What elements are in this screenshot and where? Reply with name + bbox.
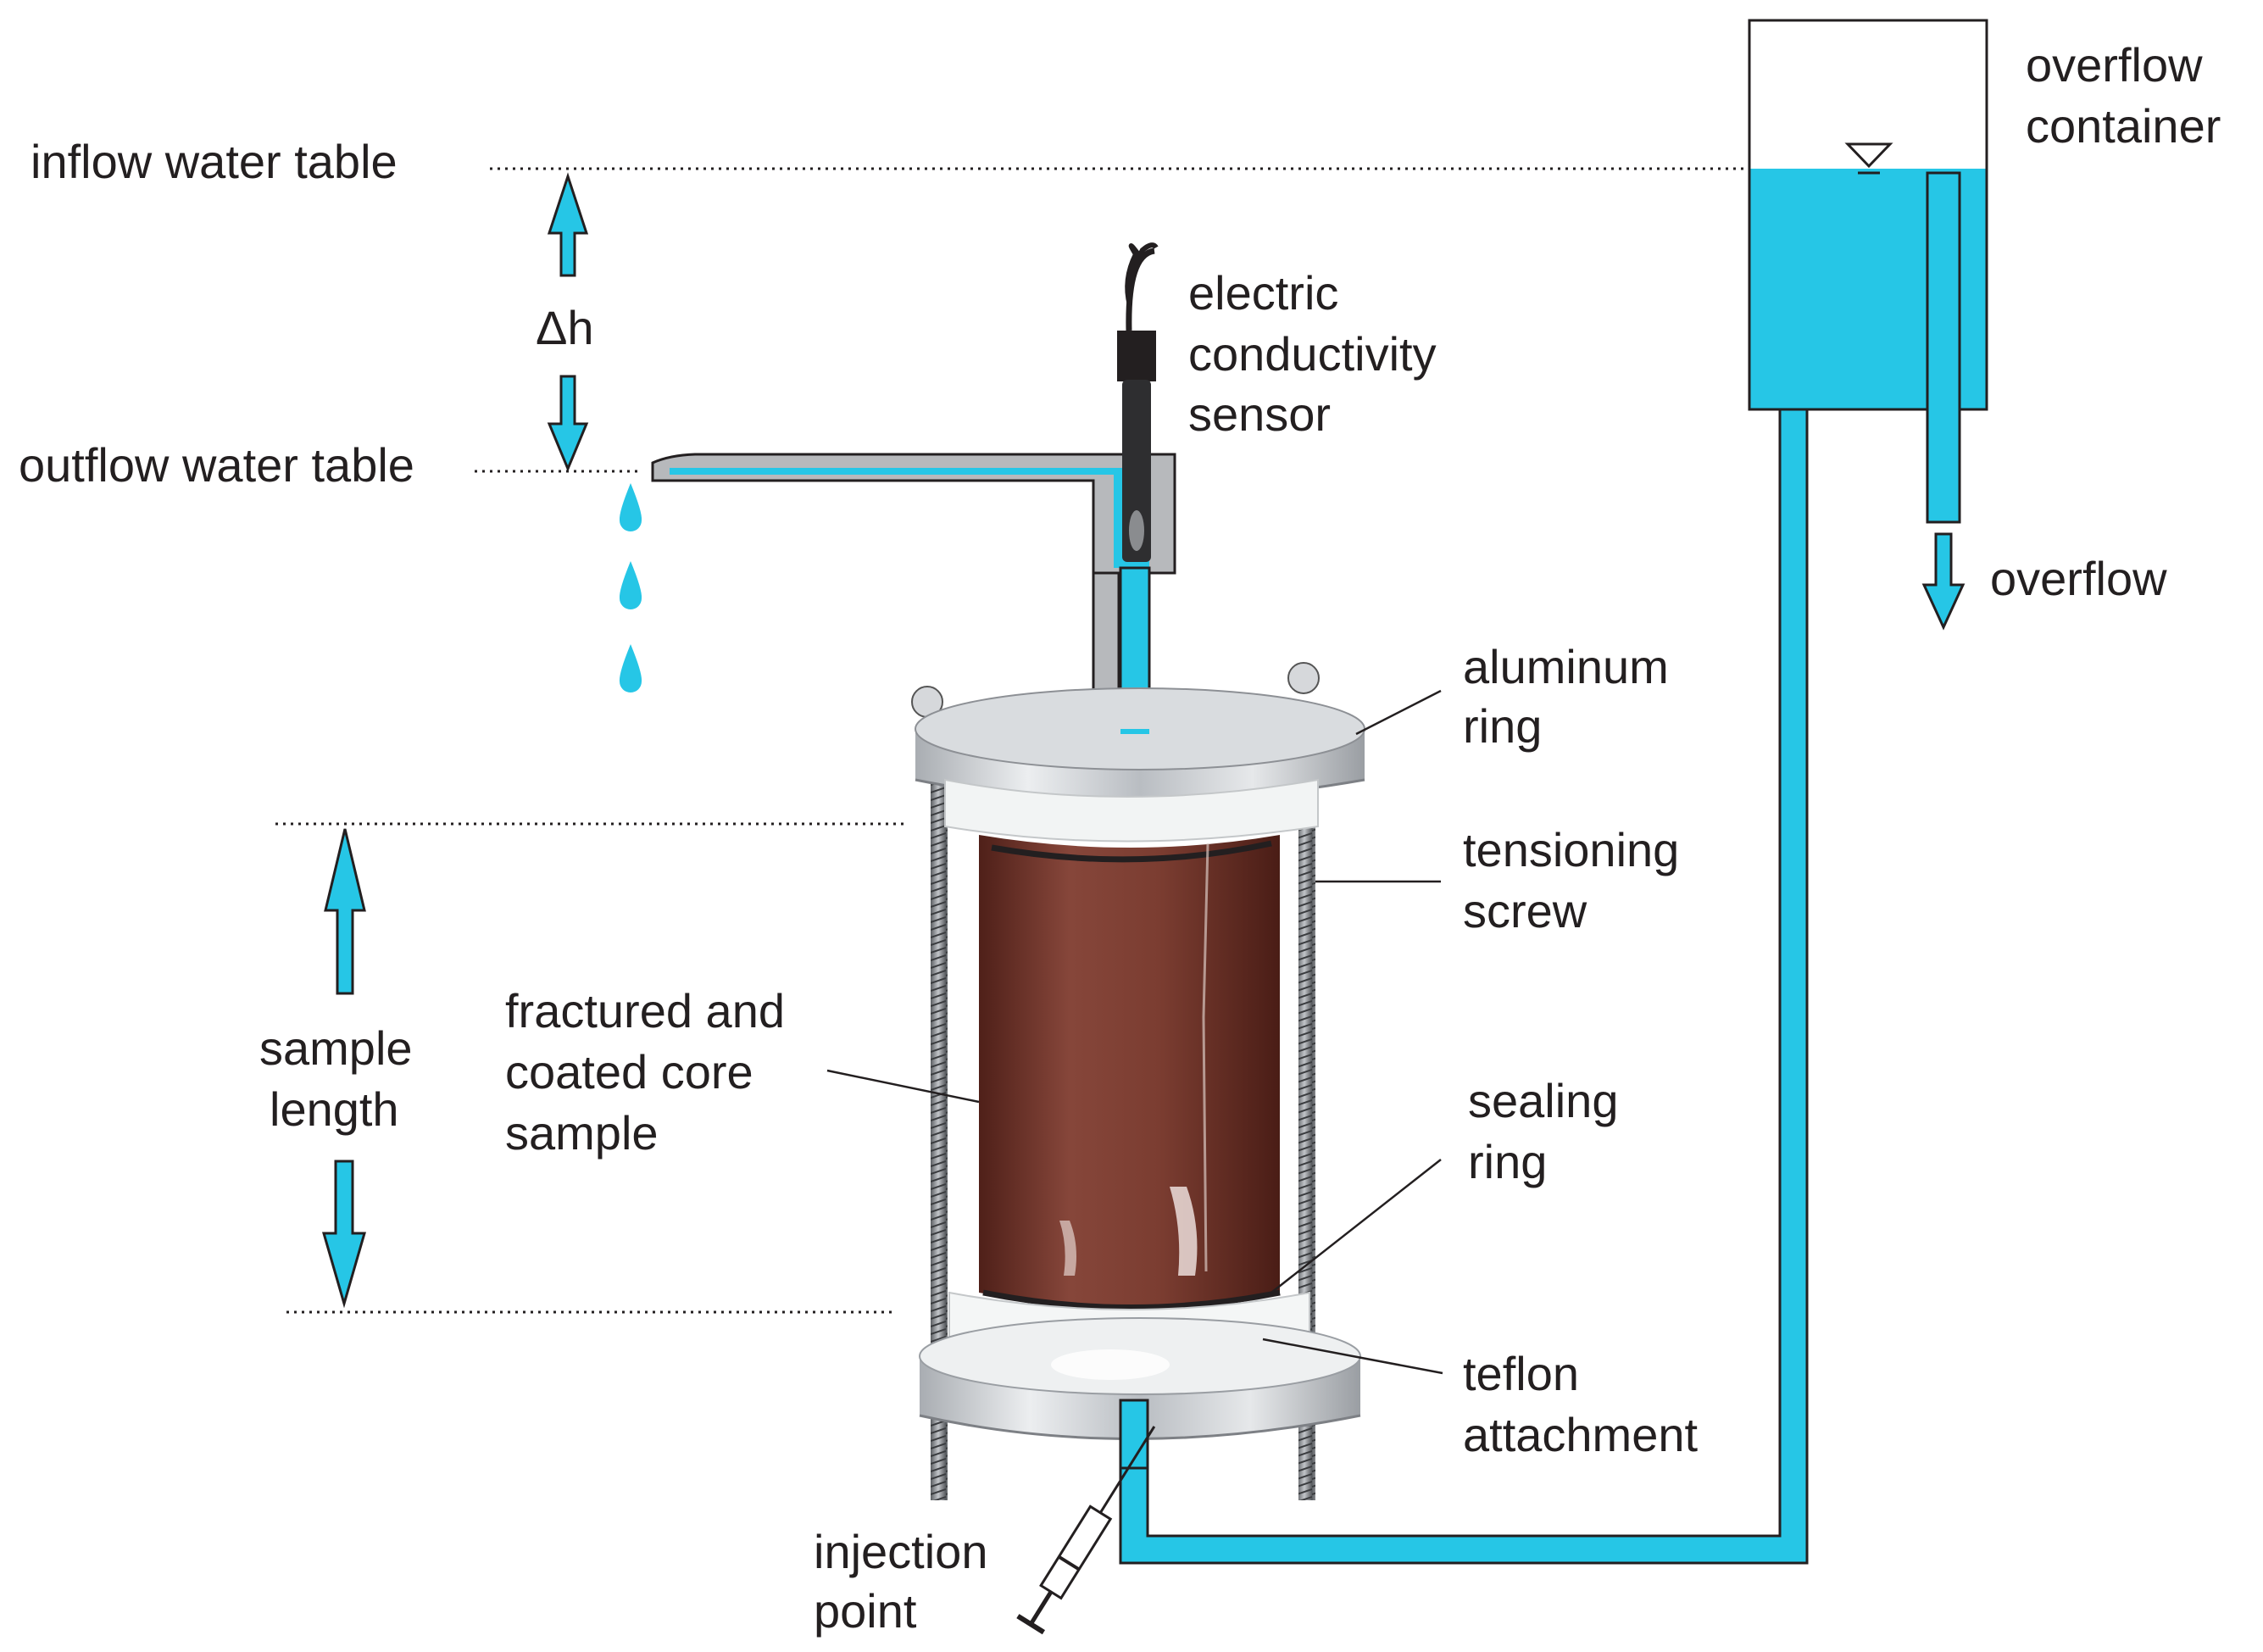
tensioning-screw-left [931,712,948,1500]
water-level-symbol [1844,142,1893,175]
label-inflow-water-table: inflow water table [31,135,398,188]
sample-length-arrow-down [322,1160,366,1309]
container-outline [1748,19,1988,411]
water-drop [619,483,642,531]
label-sealing-ring-line1: sealing [1468,1074,1618,1127]
gloss-highlight [1170,1187,1198,1276]
label-sealing-ring-line2: ring [1468,1135,1547,1188]
top-teflon-attachment [944,778,1319,843]
delta-h-arrow-up [547,172,589,277]
fracture-line [1202,843,1209,1272]
label-sample-length-line2: length [270,1082,399,1136]
label-core-sample-line1: fractured and [505,984,785,1037]
overflow-container [1748,19,1988,524]
sensor-electrode [1129,510,1144,551]
overflow-arrow [1921,532,1966,631]
label-sensor-line3: sensor [1188,387,1331,441]
label-core-sample-line2: coated core [505,1045,753,1099]
label-aluminum-ring-line1: aluminum [1463,640,1669,693]
water-drop [619,561,642,609]
label-tensioning-screw-line1: tensioning [1463,823,1679,876]
water-drop [619,644,642,693]
core-sample [979,835,1281,1310]
label-sample-length-line1: sample [259,1021,413,1075]
label-sensor-line2: conductivity [1188,327,1437,381]
label-delta-h: Δh [536,301,594,354]
delta-h-arrow-down [547,375,589,472]
sensor-head [1117,331,1156,381]
label-tensioning-screw-line2: screw [1463,884,1587,937]
label-aluminum-ring-line2: ring [1463,699,1542,753]
reference-lines [275,167,1749,1314]
teflon-leader [1262,1338,1443,1375]
label-injection-line2: point [814,1584,917,1638]
leader-lines [826,689,1443,1375]
sample-length-arrow-up [324,828,366,995]
label-teflon-line1: teflon [1463,1347,1579,1400]
label-outflow-water-table: outflow water table [19,438,414,492]
label-overflow-container-line1: overflow [2026,38,2203,92]
label-core-sample-line3: sample [505,1106,659,1160]
label-injection-line1: injection [814,1525,987,1578]
aluminum-ring-leader [1355,689,1442,736]
sensor-body [1122,380,1151,562]
sealing-ring-leader [1271,1159,1442,1293]
bottom-aluminum-ring [919,1317,1361,1440]
water-drops [619,483,642,693]
riser-through-ring [1120,729,1149,734]
label-sensor-line1: electric [1188,266,1338,320]
label-teflon-line2: attachment [1463,1408,1698,1461]
overflow-pipe [1926,171,1961,524]
label-overflow: overflow [1990,552,2167,605]
syringe [1016,1426,1156,1635]
ec-sensor [1117,242,1159,562]
label-overflow-container-line2: container [2026,99,2221,153]
core-sample-leader [826,1069,980,1104]
